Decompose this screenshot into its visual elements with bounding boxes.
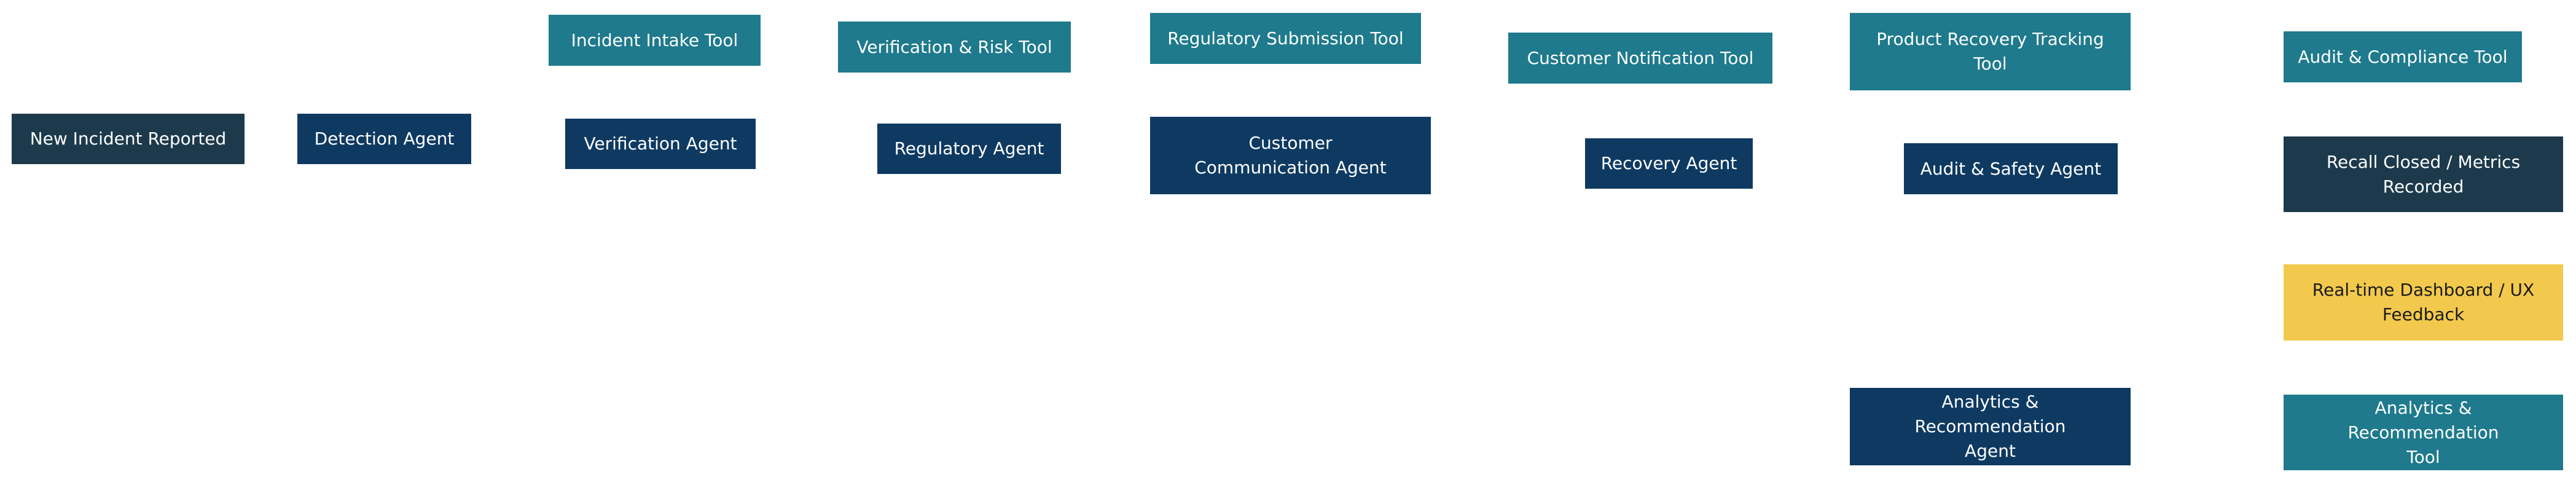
node-regulatory-agent: Regulatory Agent	[877, 124, 1061, 174]
node-customer-communication-agent: Customer Communication Agent	[1150, 117, 1431, 194]
node-audit-safety-agent: Audit & Safety Agent	[1904, 143, 2118, 194]
node-incident-intake-tool: Incident Intake Tool	[549, 15, 761, 66]
node-regulatory-submission-tool: Regulatory Submission Tool	[1150, 13, 1421, 64]
node-audit-compliance-tool: Audit & Compliance Tool	[2284, 31, 2522, 82]
node-detection-agent: Detection Agent	[297, 114, 471, 164]
node-new-incident-reported: New Incident Reported	[12, 114, 245, 164]
node-product-recovery-tracking-tool: Product Recovery Tracking Tool	[1850, 13, 2131, 90]
node-verification-agent: Verification Agent	[565, 119, 756, 169]
node-analytics-recommendation-agent: Analytics & Recommendation Agent	[1850, 388, 2131, 465]
node-analytics-recommendation-tool: Analytics & Recommendation Tool	[2284, 395, 2563, 470]
node-recall-closed-metrics-recorded: Recall Closed / Metrics Recorded	[2284, 136, 2563, 212]
node-realtime-dashboard-ux-feedback: Real-time Dashboard / UX Feedback	[2284, 264, 2563, 341]
node-customer-notification-tool: Customer Notification Tool	[1508, 33, 1772, 84]
node-verification-risk-tool: Verification & Risk Tool	[838, 22, 1071, 73]
node-recovery-agent: Recovery Agent	[1585, 138, 1753, 189]
